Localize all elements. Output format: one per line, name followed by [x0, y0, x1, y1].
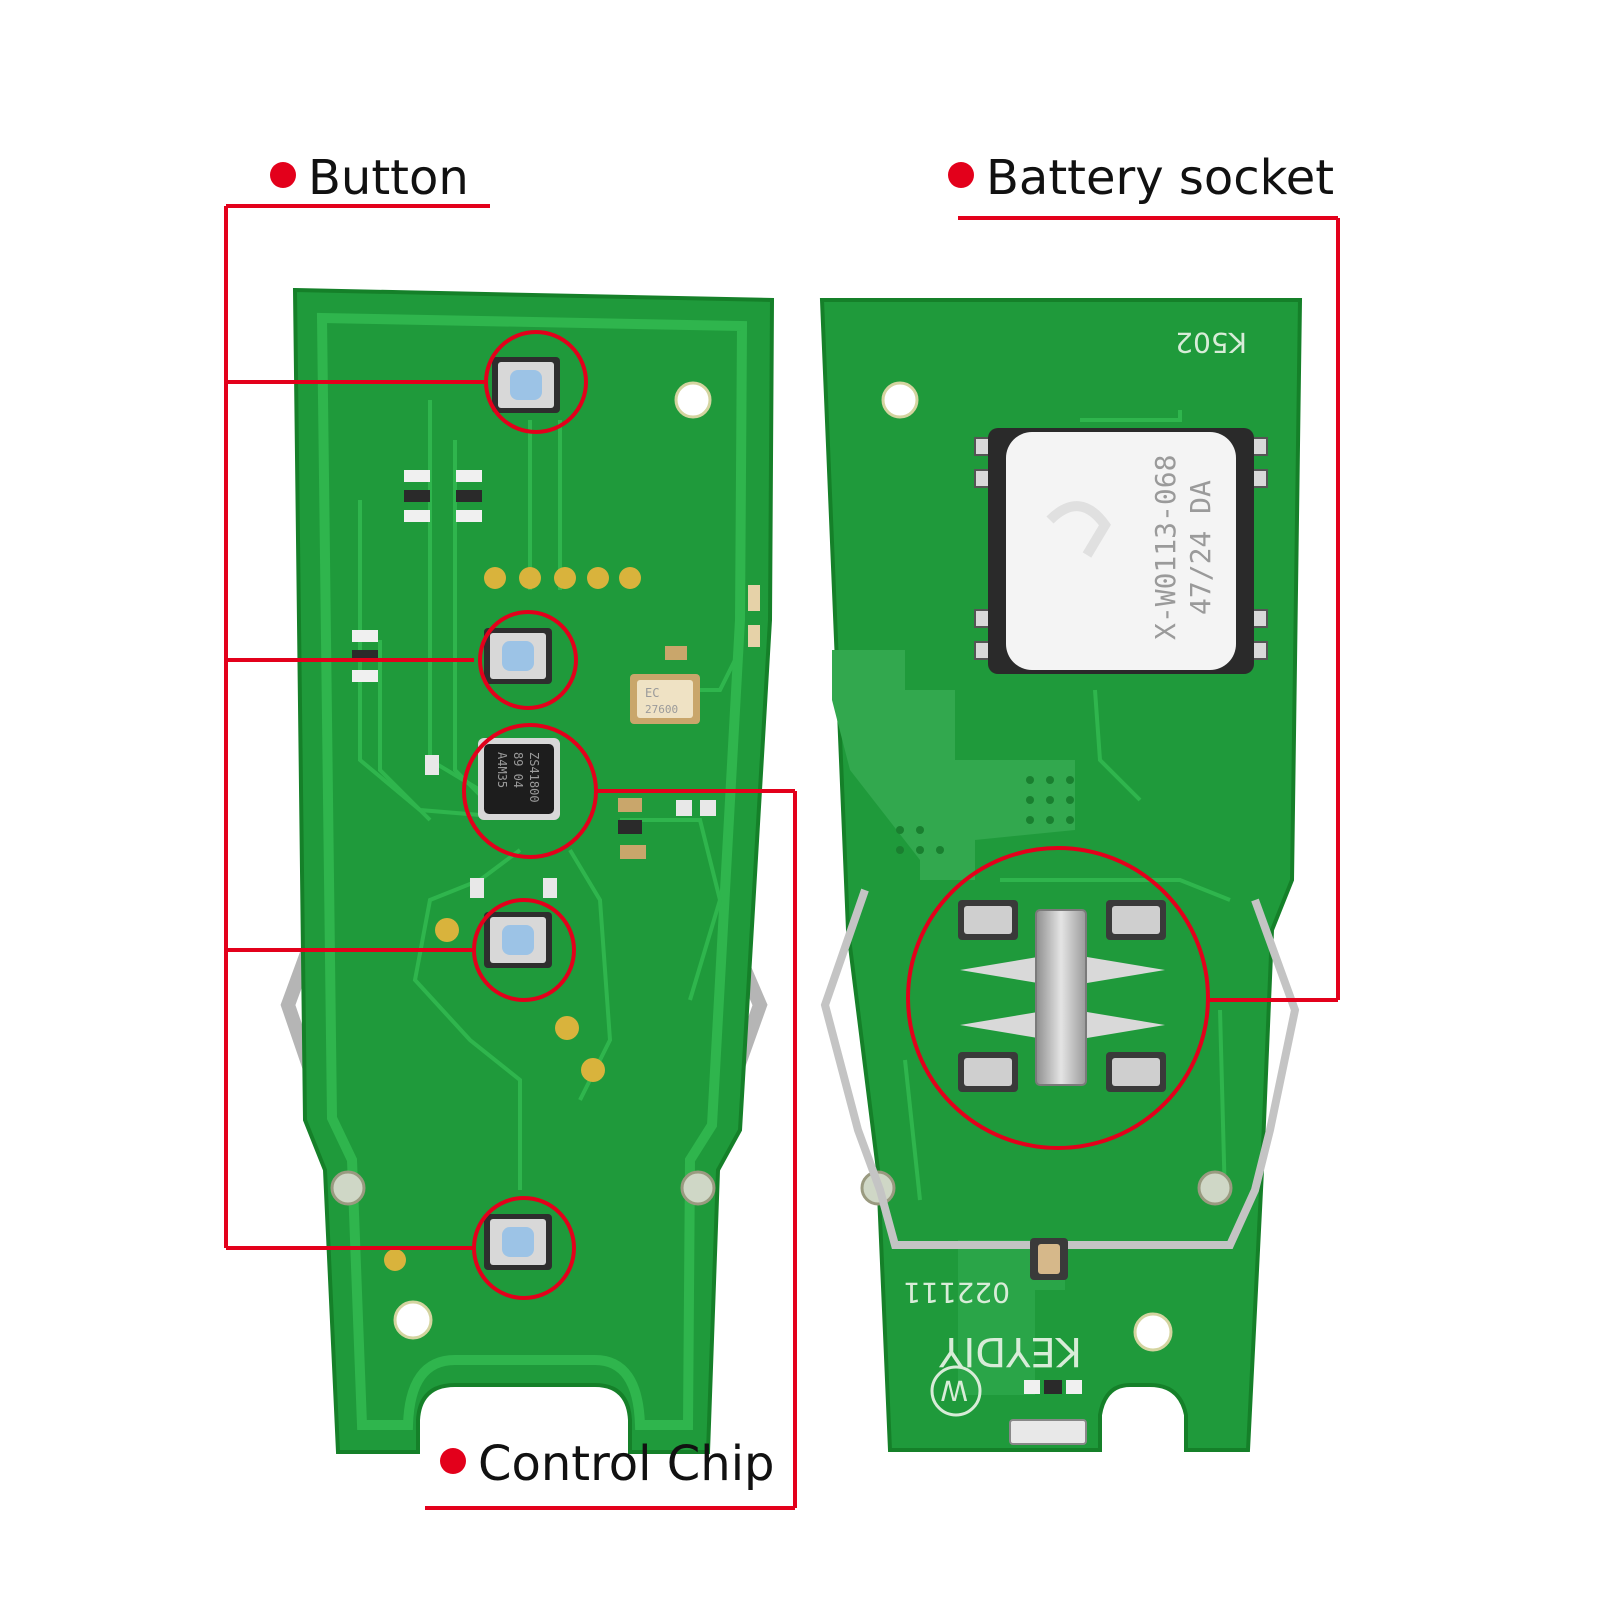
callout-dot	[440, 1448, 466, 1474]
mount-hole	[674, 381, 712, 419]
button-callout-text: Button	[308, 150, 469, 206]
control-chip-callout-label: Control Chip	[440, 1440, 775, 1488]
button-highlight-circle	[484, 330, 588, 434]
chip-marking-2: 89 04	[511, 752, 525, 788]
traces	[903, 410, 1231, 1201]
test-pads	[384, 567, 641, 1271]
logo-mark	[1046, 501, 1111, 558]
button-highlight-circle	[472, 898, 576, 1002]
component-marking-2: 47/24 DA	[1184, 480, 1217, 615]
solder-pad	[330, 1170, 366, 1206]
tactile-button	[484, 1214, 552, 1270]
button-cap	[502, 1227, 534, 1257]
left-pcb-border-trace	[316, 312, 748, 1430]
solder-pad	[680, 1170, 716, 1206]
control-chip-callout-text: Control Chip	[478, 1436, 775, 1492]
crystal-marking-1: EC	[645, 686, 659, 700]
mount-hole	[881, 381, 919, 419]
button-highlight-circle	[472, 1196, 576, 1300]
button-cap	[502, 641, 534, 671]
battery-highlight-circle	[906, 846, 1210, 1150]
component-marking-1: X-W0113-068	[1149, 455, 1182, 640]
crystal-oscillator: EC 27600	[630, 674, 700, 724]
left-pcb-outline	[292, 287, 775, 1454]
crystal-marking-2: 27600	[645, 703, 678, 716]
callout-dot	[270, 162, 296, 188]
mount-hole	[393, 1300, 433, 1340]
board-code: K502	[1175, 326, 1247, 359]
control-chip: A4M35 89 04 ZS41800	[478, 738, 560, 820]
battery-contact	[958, 900, 1166, 1092]
tactile-button	[484, 912, 552, 968]
tactile-button	[492, 357, 560, 413]
tactile-button	[484, 628, 552, 684]
w-mark: W	[940, 1374, 968, 1407]
solder-pad	[1197, 1170, 1233, 1206]
battery-component: X-W0113-068 47/24 DA	[974, 428, 1268, 674]
button-cap	[502, 925, 534, 955]
left-pcb-board: EC 27600 A4M35 89 04 ZS41800	[280, 287, 775, 1454]
chip-marking-1: A4M35	[495, 752, 509, 788]
callout-graphics	[224, 204, 1340, 1510]
button-highlight-circle	[478, 610, 578, 710]
via-grid	[896, 776, 1074, 854]
right-pcb-board: K502 X-W0113-068 47/24 DA	[819, 298, 1303, 1452]
serial-number: 022111	[903, 1276, 1010, 1309]
smd-components	[1009, 1238, 1087, 1445]
mount-hole	[1133, 1312, 1173, 1352]
chip-marking-3: ZS41800	[527, 752, 541, 803]
button-callout-label: Button	[270, 154, 469, 202]
button-cap	[510, 370, 542, 400]
w-mark-circle	[930, 1365, 982, 1417]
battery-socket-callout-label: Battery socket	[948, 154, 1334, 202]
copper-pour	[832, 650, 1075, 880]
callout-dot	[948, 162, 974, 188]
battery-socket-callout-text: Battery socket	[986, 150, 1335, 206]
